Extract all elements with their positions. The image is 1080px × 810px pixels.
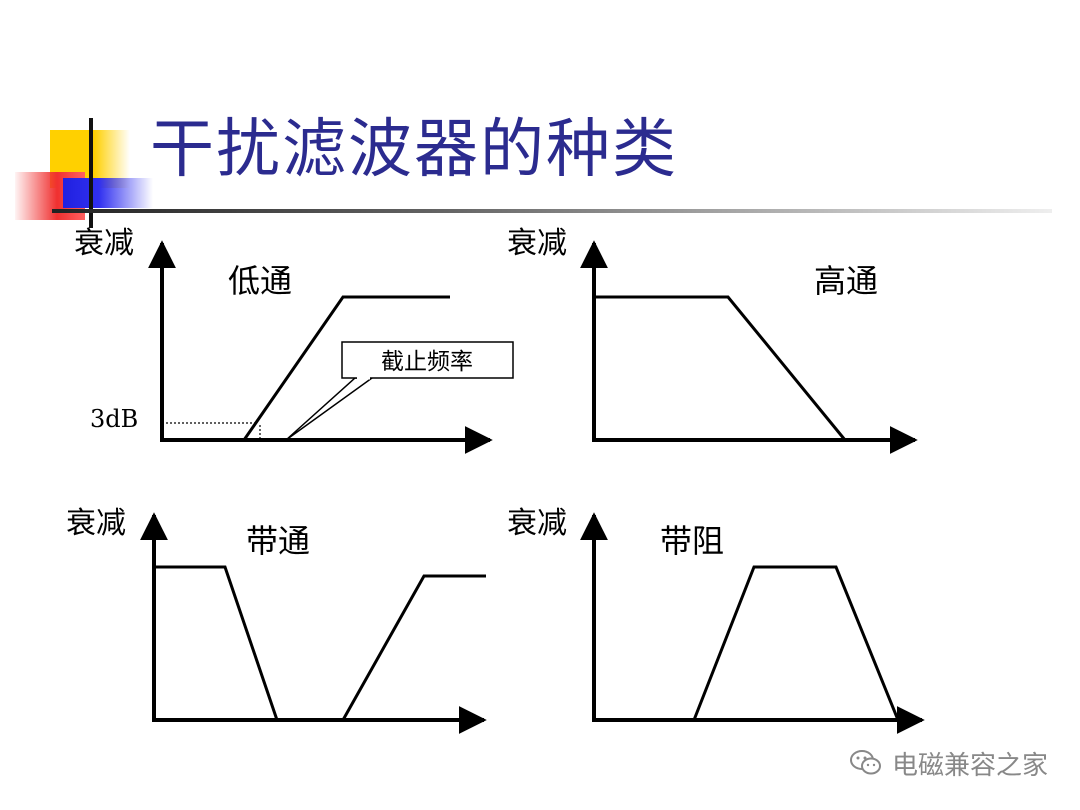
lowpass-title: 低通 — [228, 262, 292, 300]
bandstop-curve — [594, 565, 918, 722]
highpass-title: 高通 — [814, 262, 878, 300]
decor-blue-bar — [63, 178, 153, 208]
highpass-diagram: 衰减 高通 — [507, 226, 918, 454]
watermark-text: 电磁兼容之家 — [892, 750, 1049, 781]
bandpass-diagram: 衰减 带通 — [66, 506, 487, 734]
bandstop-y-axis-label: 衰减 — [507, 506, 567, 541]
highpass-curve — [594, 295, 847, 441]
bandstop-diagram: 衰减 带阻 — [507, 506, 925, 734]
cutoff-frequency-label: 截止频率 — [381, 349, 473, 375]
bandstop-title: 带阻 — [660, 522, 724, 560]
highpass-y-axis-label: 衰减 — [507, 226, 567, 261]
lowpass-y-axis-label: 衰减 — [74, 226, 134, 261]
bandpass-curve — [154, 565, 486, 722]
title-underline — [52, 209, 1052, 213]
bandpass-y-axis-label: 衰减 — [66, 506, 126, 541]
slide-title: 干扰滤波器的种类 — [150, 113, 678, 187]
lowpass-diagram: 截止频率 3dB 衰减 低通 — [74, 226, 514, 454]
bandpass-title: 带通 — [246, 522, 310, 560]
lowpass-level-label: 3dB — [90, 405, 138, 433]
wechat-icon — [850, 750, 881, 775]
decor-vertical-line — [89, 118, 93, 228]
cutoff-callout-pointer — [285, 377, 375, 441]
watermark: 电磁兼容之家 — [848, 746, 1049, 781]
cutoff-callout-box — [341, 341, 514, 379]
lowpass-curve — [162, 295, 450, 442]
